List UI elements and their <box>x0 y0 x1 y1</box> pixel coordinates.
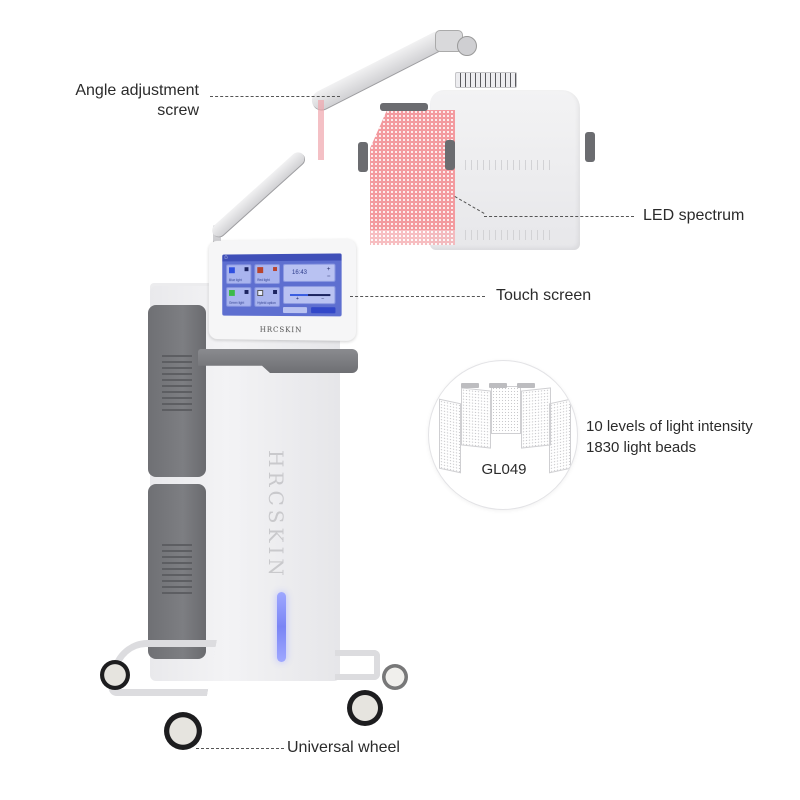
vent-slot <box>162 373 192 375</box>
inset-panel-cap <box>461 383 479 388</box>
vent-slot <box>162 586 192 588</box>
tile-label: Blue light <box>229 278 242 283</box>
toggle-icon <box>244 290 249 294</box>
tile-hybrid-option[interactable]: Hybrid option <box>254 287 281 307</box>
arm-red-glow <box>318 100 324 160</box>
vent-slot <box>162 574 192 576</box>
caster-wheel-back-right <box>382 664 408 690</box>
power-control: + − <box>282 285 336 305</box>
vent-slot <box>162 568 192 570</box>
side-panel-lower <box>148 484 206 659</box>
lower-arm <box>209 149 308 241</box>
vent-slot <box>162 580 192 582</box>
vent-slot <box>162 385 192 387</box>
panel-groove <box>460 160 555 170</box>
caster-wheel-front-right <box>347 690 383 726</box>
panel-hinge-clip <box>358 142 368 172</box>
power-increase-button[interactable]: + <box>295 296 299 303</box>
screen-brand-logo: HRCSKIN <box>259 325 303 335</box>
blue-swatch-icon <box>229 267 235 274</box>
power-decrease-button[interactable]: − <box>321 296 325 303</box>
leader-line-angle-screw <box>210 96 340 97</box>
tower-brand-logo: HRCSKIN <box>264 450 288 580</box>
panel-groove <box>460 230 555 240</box>
vent-slot <box>162 544 192 546</box>
time-control: 16:43 + − <box>282 263 336 282</box>
screen-title-bar <box>222 253 342 262</box>
callout-universal-wheel: Universal wheel <box>287 739 400 756</box>
time-increase-button[interactable]: + <box>326 266 331 273</box>
vent-slot <box>162 556 192 558</box>
tile-label: Hybrid option <box>257 300 276 305</box>
spec-light-beads: 1830 light beads <box>586 439 697 456</box>
vent-slot <box>162 397 192 399</box>
model-label: GL049 <box>481 461 527 478</box>
toggle-icon <box>244 267 249 272</box>
tile-label: Red light <box>257 278 270 283</box>
tile-red-light[interactable]: Red light <box>254 264 281 285</box>
led-panel-red-glow <box>370 110 455 230</box>
gl049-inset-image: GL049 <box>428 360 578 510</box>
callout-text: screw <box>157 102 199 119</box>
time-value: 16:43 <box>291 269 308 276</box>
touch-screen-display[interactable]: ⌂ Blue light Red light Green light Hybri… <box>222 253 342 317</box>
inset-led-panel <box>521 387 551 449</box>
touch-screen-device: ⌂ Blue light Red light Green light Hybri… <box>208 239 357 341</box>
vent-slot <box>162 391 192 393</box>
inset-panel-cap <box>489 383 507 388</box>
angle-adjustment-screw-part <box>457 36 477 56</box>
vent-slot <box>162 550 192 552</box>
vent-slot <box>162 592 192 594</box>
toggle-icon <box>273 290 278 294</box>
side-panel-upper <box>148 305 206 477</box>
inset-led-panel <box>461 387 491 449</box>
panel-hinge-clip <box>585 132 595 162</box>
time-decrease-button[interactable]: − <box>326 273 331 280</box>
toggle-icon <box>273 267 278 272</box>
tile-green-light[interactable]: Green light <box>226 287 252 307</box>
led-panel-white-shell <box>430 90 580 250</box>
vent-slot <box>162 403 192 405</box>
tile-blue-light[interactable]: Blue light <box>226 264 252 285</box>
spec-intensity-levels: 10 levels of light intensity <box>586 418 753 435</box>
vent-slot <box>162 409 192 411</box>
home-icon[interactable]: ⌂ <box>224 254 228 261</box>
panel-hinge-clip <box>445 140 455 170</box>
leader-line-universal-wheel <box>196 748 284 749</box>
stop-button[interactable] <box>282 307 308 314</box>
indicator-light-strip <box>277 592 286 662</box>
panel-top-clips <box>380 103 428 111</box>
leader-line-led-spectrum <box>484 216 634 217</box>
vent-slot <box>162 379 192 381</box>
cooling-fan-vent <box>455 72 517 88</box>
hybrid-swatch-icon <box>257 290 264 296</box>
callout-touch-screen: Touch screen <box>496 287 592 304</box>
power-slider-fill <box>289 294 309 297</box>
callout-led-spectrum: LED spectrum <box>643 207 745 224</box>
caster-wheel-back-left <box>100 660 130 690</box>
callout-angle-adjustment-screw: Angle adjustment screw <box>52 81 199 121</box>
spec-list: 10 levels of light intensity 1830 light … <box>586 416 753 458</box>
inset-led-panel <box>491 386 521 434</box>
red-swatch-icon <box>257 267 264 274</box>
vent-slot <box>162 562 192 564</box>
inset-panel-cap <box>517 383 535 388</box>
caster-wheel-front-left <box>164 712 202 750</box>
start-button[interactable] <box>311 307 336 314</box>
vent-slot <box>162 355 192 357</box>
green-swatch-icon <box>229 290 235 296</box>
leader-line-touch-screen <box>350 296 485 297</box>
callout-text: Angle adjustment <box>75 82 199 99</box>
vent-slot <box>162 361 192 363</box>
base-frame-right <box>335 650 380 680</box>
vent-slot <box>162 367 192 369</box>
tile-label: Green light <box>229 300 245 305</box>
